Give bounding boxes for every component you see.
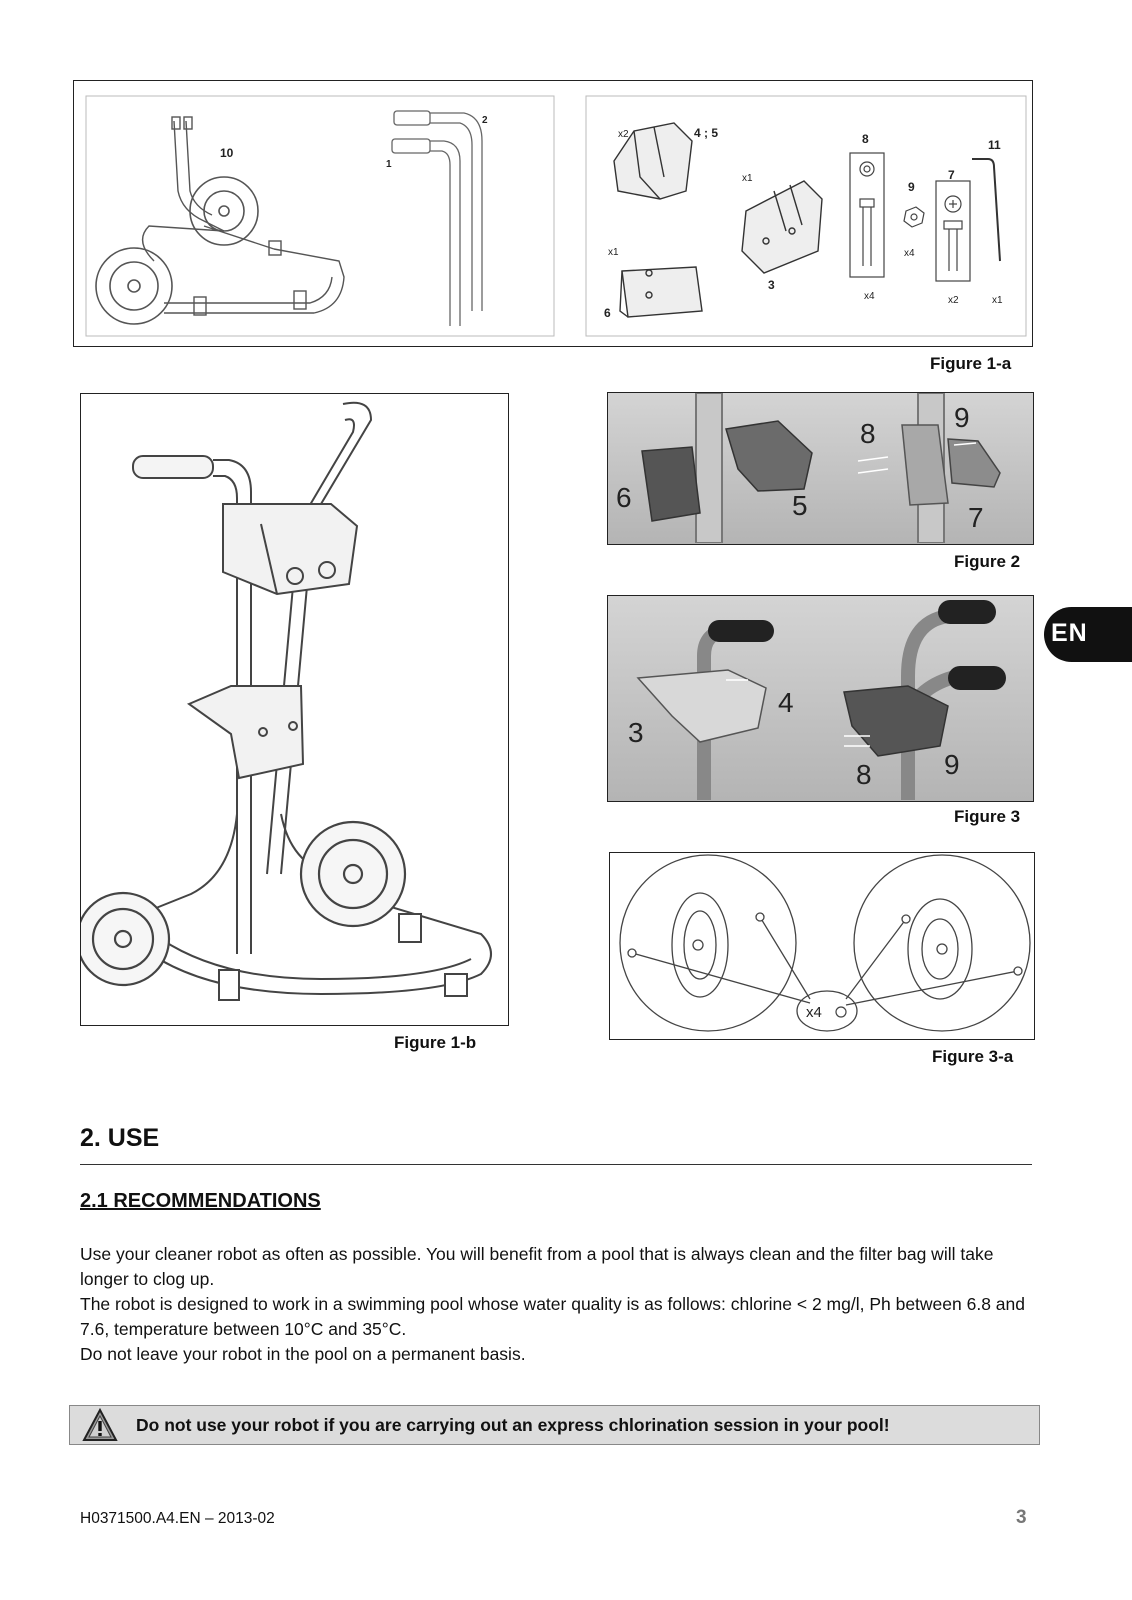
label-10: 10 xyxy=(220,146,234,160)
qty-x4-nuts: x4 xyxy=(904,248,915,259)
recommendations-text: Use your cleaner robot as often as possi… xyxy=(80,1242,1040,1367)
allen-key-11 xyxy=(972,158,1001,262)
label-4-5: 4 ; 5 xyxy=(694,126,718,140)
fig3-label-9: 9 xyxy=(944,749,960,780)
qty-x1-key: x1 xyxy=(992,295,1003,306)
figure-1a-quantities: x2 x1 x1 x4 x4 x2 x1 xyxy=(608,129,1003,306)
label-7: 7 xyxy=(948,168,955,182)
warning-triangle-icon xyxy=(82,1408,118,1441)
fig3-label-4: 4 xyxy=(778,687,794,718)
figure-3-labels: 3 4 8 9 xyxy=(628,687,960,790)
label-8: 8 xyxy=(862,132,869,146)
figure-1a-caption: Figure 1-a xyxy=(930,354,1012,373)
figure-3a-caption: Figure 3-a xyxy=(932,1047,1014,1066)
label-11: 11 xyxy=(988,138,1001,152)
nut-part-9 xyxy=(903,206,925,228)
label-9: 9 xyxy=(908,180,915,194)
qty-x2-screws: x2 xyxy=(948,295,959,306)
section-title: 2. USE xyxy=(80,1124,160,1152)
fig2-label-7: 7 xyxy=(968,502,984,533)
fig3-label-3: 3 xyxy=(628,717,644,748)
document-reference: H0371500.A4.EN – 2013-02 xyxy=(80,1510,275,1527)
figure-2-photo: 6 5 8 9 7 xyxy=(607,392,1034,545)
warning-text: Do not use your robot if you are carryin… xyxy=(136,1415,890,1435)
trolley-wheel-right xyxy=(189,176,259,246)
figure-1a-frame: 10 1 2 4 ; 5 8 9 7 11 3 6 x2 x1 x1 x4 x4… xyxy=(73,80,1033,347)
paragraph-permanent-basis: Do not leave your robot in the pool on a… xyxy=(80,1344,526,1364)
figure-3-photo: 3 4 8 9 xyxy=(607,595,1034,802)
clip-parts-drawing xyxy=(613,122,693,200)
label-3: 3 xyxy=(768,278,775,292)
handle-parts-drawing xyxy=(391,110,483,326)
bracket-part-drawing xyxy=(741,180,823,274)
warning-box: Do not use your robot if you are carryin… xyxy=(69,1405,1040,1445)
label-6: 6 xyxy=(604,306,611,320)
language-tab-label: EN xyxy=(1051,619,1088,647)
qty-x1-block: x1 xyxy=(608,247,619,258)
trolley-wheel-front xyxy=(81,891,171,987)
figure-3a-frame: x4 xyxy=(609,852,1035,1040)
section-divider xyxy=(80,1164,1032,1165)
trolley-base-drawing xyxy=(141,116,345,316)
label-2: 2 xyxy=(482,115,488,126)
figure-1a-illustration: 10 1 2 4 ; 5 8 9 7 11 3 6 x2 x1 x1 x4 x4… xyxy=(85,95,1027,337)
label-1: 1 xyxy=(386,159,392,170)
paragraph-water-quality: The robot is designed to work in a swimm… xyxy=(80,1294,1025,1339)
figure-2-labels: 6 5 8 9 7 xyxy=(616,402,984,533)
screw-box-8 xyxy=(849,152,885,278)
page-number: 3 xyxy=(1016,1507,1027,1528)
figure-1b-frame xyxy=(80,393,509,1026)
fig3-label-8: 8 xyxy=(856,759,872,790)
figure-2-caption: Figure 2 xyxy=(954,552,1021,571)
trolley-wheel-left xyxy=(95,247,173,325)
trolley-assembled-illustration xyxy=(81,401,492,1001)
fig2-label-6: 6 xyxy=(616,482,632,513)
qty-x2-clips: x2 xyxy=(618,129,629,140)
screw-box-7 xyxy=(935,180,971,282)
qty-x4-screws: x4 xyxy=(864,291,875,302)
language-tab: EN xyxy=(1044,607,1132,662)
figure-3-caption: Figure 3 xyxy=(954,807,1021,826)
fig2-label-8: 8 xyxy=(860,418,876,449)
fig3a-qty-label: x4 xyxy=(806,1004,822,1021)
paragraph-usage-frequency: Use your cleaner robot as often as possi… xyxy=(80,1244,994,1289)
subsection-title: 2.1 RECOMMENDATIONS xyxy=(80,1190,321,1212)
fig2-label-5: 5 xyxy=(792,490,808,521)
fig2-label-9: 9 xyxy=(954,402,970,433)
block-part-drawing xyxy=(619,266,703,318)
qty-x1-bracket: x1 xyxy=(742,173,753,184)
figure-1a-labels: 10 1 2 4 ; 5 8 9 7 11 3 6 xyxy=(220,115,1001,320)
trolley-wheel-back xyxy=(299,820,407,928)
figure-1b-caption: Figure 1-b xyxy=(394,1033,477,1052)
